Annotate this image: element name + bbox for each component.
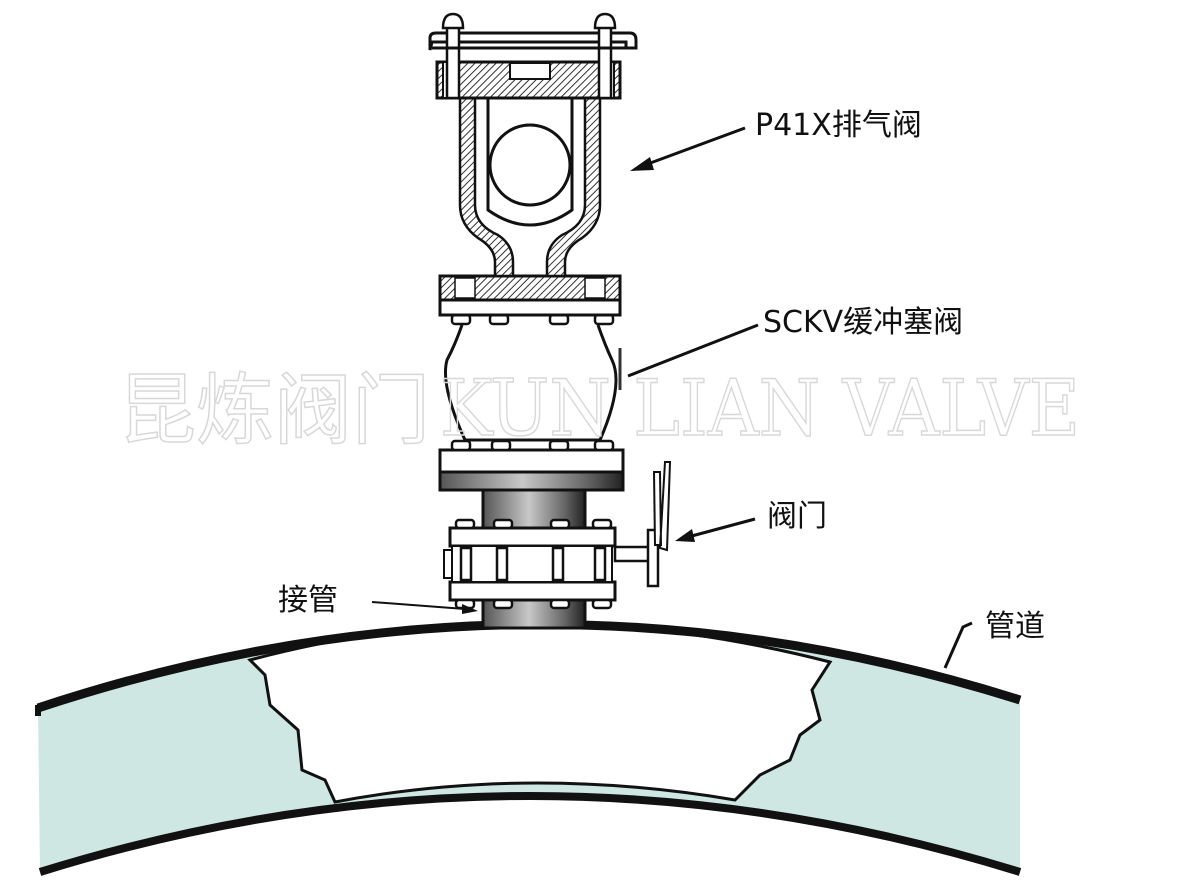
label-pipeline: 管道 — [985, 609, 1045, 644]
watermark-en: KUN LIAN VALVE — [440, 364, 1080, 454]
buffer-valve-flange — [438, 448, 625, 492]
valve-lever — [652, 461, 672, 552]
top-handle-bar — [428, 31, 638, 51]
float-ball — [488, 123, 572, 207]
sckv-buffer-valve — [443, 313, 622, 452]
watermark-cn: 昆炼阀门 — [118, 366, 430, 456]
pipeline-cutaway — [247, 621, 833, 804]
leader-lines — [371, 126, 973, 669]
gate-valve — [443, 461, 672, 610]
pipeline — [35, 620, 1022, 876]
valve-handle-plate — [646, 528, 660, 588]
valve-stem — [613, 545, 653, 563]
p41x-air-valve — [428, 12, 638, 317]
label-buffer-valve: SCKV缓冲塞阀 — [763, 305, 963, 340]
label-gate-valve: 阀门 — [767, 499, 827, 534]
watermark: 昆炼阀门 KUN LIAN VALVE — [117, 363, 1081, 457]
label-air-valve: P41X排气阀 — [755, 108, 922, 143]
label-nozzle: 接管 — [278, 583, 338, 618]
